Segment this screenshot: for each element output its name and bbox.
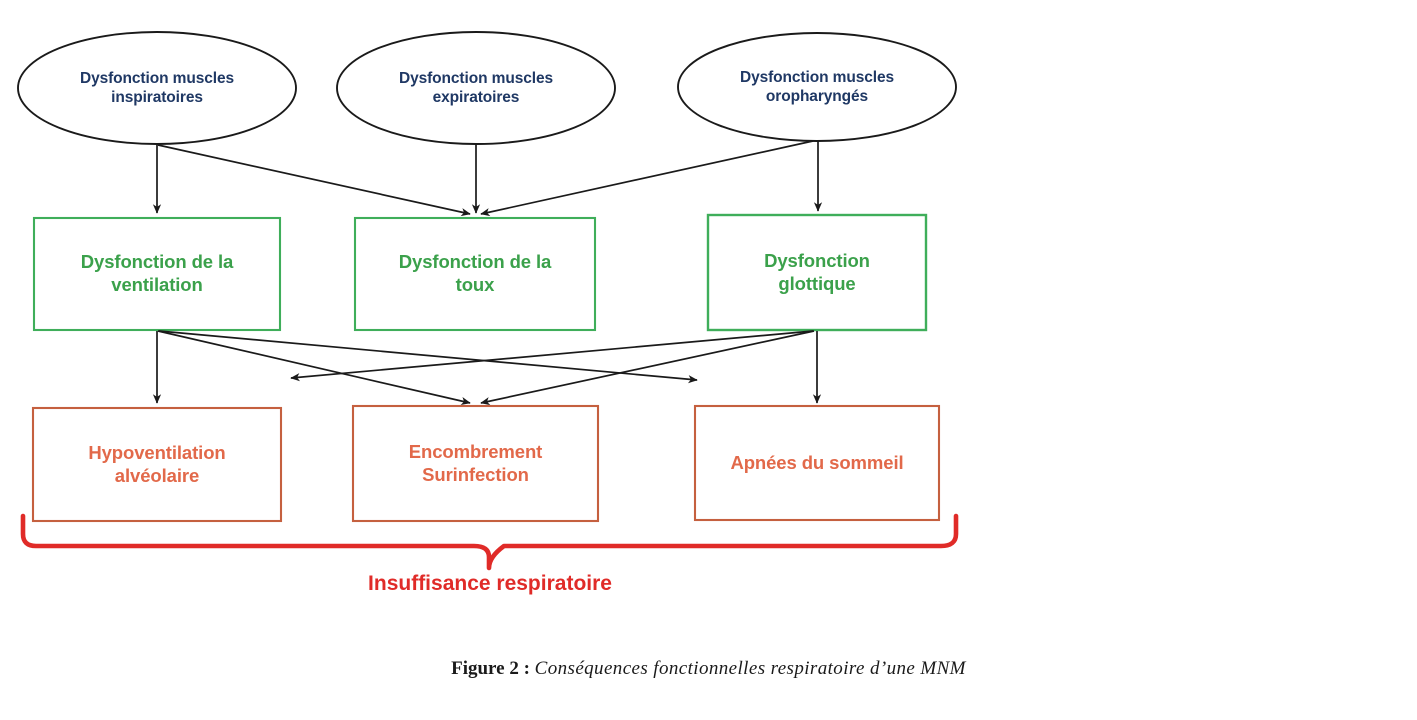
ellipse-dysfonction-muscles-oropharynges [677,32,957,142]
figure-caption: Figure 2 : Conséquences fonctionnelles r… [0,658,1417,680]
box-encombrement-surinfection [351,404,600,523]
diagram-canvas [17,31,959,571]
edge-oro-to-toux [480,140,814,217]
figure-caption-text: Conséquences fonctionnelles respiratoire… [534,658,966,679]
outcome-label-insuffisance-respiratoire: Insuffisance respiratoire [368,572,612,595]
edge-insp-to-toux [157,144,471,217]
box-dysfonction-de-la-ventilation [32,216,282,332]
box-hypoventilation-alveolaire [31,406,283,523]
box-dysfonction-de-la-toux [353,216,597,332]
ellipse-dysfonction-muscles-inspiratoires [17,31,297,145]
box-apnees-du-sommeil [693,404,941,522]
ellipse-dysfonction-muscles-expiratoires [336,31,616,145]
figure-caption-prefix: Figure 2 : [451,658,530,679]
edge-ventilation-to-right [158,330,698,384]
edge-glottique-to-encombrement [480,330,815,406]
bracket-insuffisance-respiratoire [20,513,959,571]
edge-glottique-to-left [290,330,814,382]
box-dysfonction-glottique [706,213,928,332]
edge-ventilation-to-encombrement [157,330,471,406]
